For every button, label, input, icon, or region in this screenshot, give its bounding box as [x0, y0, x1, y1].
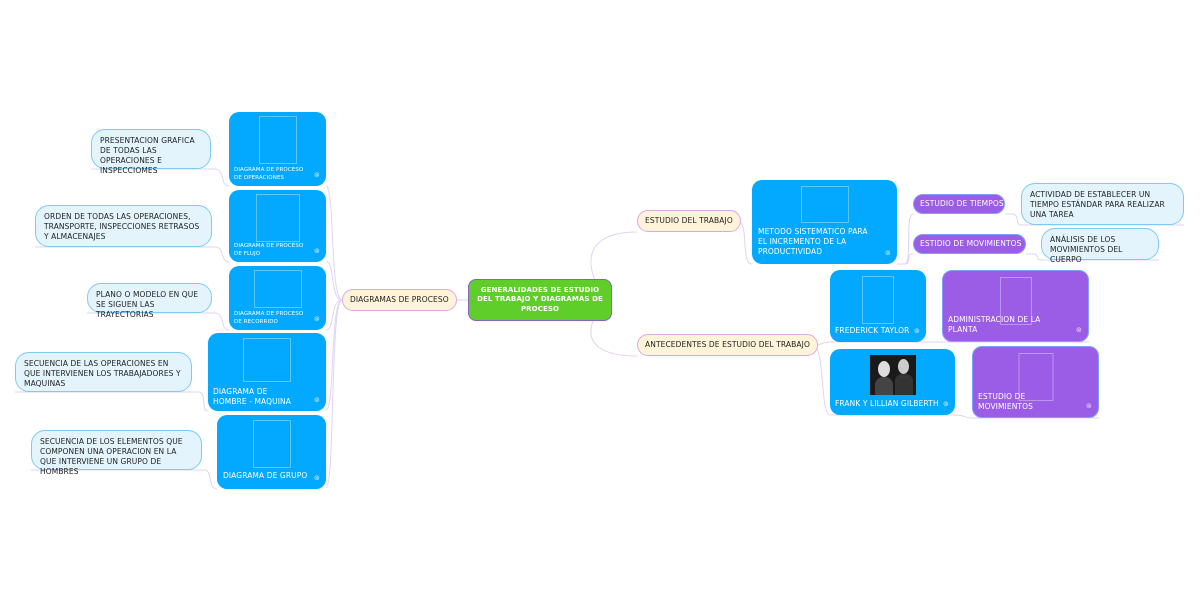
node-estudio-tiempos[interactable]: ESTUDIO DE TIEMPOS: [913, 194, 1005, 214]
node-label: ESTUDIO DE TIEMPOS: [920, 198, 1004, 208]
node-frederick-taylor[interactable]: FREDERICK TAYLOR ⊚: [830, 270, 926, 342]
topic-label: DIAGRAMAS DE PROCESO: [350, 294, 449, 304]
image-placeholder: [862, 276, 894, 324]
image-placeholder: [252, 420, 291, 468]
node-label: FREDERICK TAYLOR: [835, 325, 910, 335]
link-icon[interactable]: ⊚: [1086, 401, 1092, 410]
topic-antecedentes[interactable]: ANTECEDENTES DE ESTUDIO DEL TRABAJO: [637, 334, 818, 356]
image-placeholder: [1018, 353, 1053, 401]
node-label: ADMINISTRACION DE LA PLANTA: [948, 314, 1041, 334]
note-flujo[interactable]: ORDEN DE TODAS LAS OPERACIONES, TRANSPOR…: [35, 205, 212, 247]
topic-diagramas-de-proceso[interactable]: DIAGRAMAS DE PROCESO: [342, 289, 457, 311]
link-icon[interactable]: ⊚: [1076, 325, 1082, 334]
node-diagrama-operaciones[interactable]: DIAGRAMA DE PROCESO DE OPERACIONES ⊚: [229, 112, 326, 186]
link-icon[interactable]: ⊚: [314, 314, 320, 323]
note-movimientos[interactable]: ANÁLISIS DE LOS MOVIMIENTOS DEL CUERPO: [1041, 228, 1159, 264]
node-diagrama-recorrido[interactable]: DIAGRAMA DE PROCESO DE RECORRIDO ⊚: [229, 266, 326, 330]
node-diagrama-flujo[interactable]: DIAGRAMA DE PROCESO DE FLUJO ⊚: [229, 190, 326, 262]
topic-estudio-del-trabajo[interactable]: ESTUDIO DEL TRABAJO: [637, 210, 741, 232]
link-icon[interactable]: ⊚: [314, 170, 320, 179]
node-diagrama-grupo[interactable]: DIAGRAMA DE GRUPO ⊚: [217, 415, 326, 489]
note-grupo[interactable]: SECUENCIA DE LOS ELEMENTOS QUE COMPONEN …: [31, 430, 202, 476]
note-estudio-tiempos[interactable]: ACTIVIDAD DE ESTABLECER UN TIEMPO ESTÁND…: [1021, 183, 1184, 225]
node-label: FRANK Y LILLIAN GILBERTH: [835, 398, 939, 408]
image-placeholder: [253, 270, 302, 308]
node-label: DIAGRAMA DE GRUPO: [223, 470, 308, 480]
gilbreth-photo: [870, 355, 916, 395]
topic-label: ANTECEDENTES DE ESTUDIO DEL TRABAJO: [645, 339, 810, 349]
link-icon[interactable]: ⊚: [914, 326, 920, 335]
note-hombre-maquina[interactable]: SECUENCIA DE LAS OPERACIONES EN QUE INTE…: [15, 352, 192, 392]
node-metodo-sistematico[interactable]: METODO SISTEMATICO PARA EL INCREMENTO DE…: [752, 180, 897, 264]
node-label: DIAGRAMA DE HOMBRE - MAQUINA: [213, 386, 291, 406]
node-label: METODO SISTEMATICO PARA EL INCREMENTO DE…: [758, 226, 868, 256]
link-icon[interactable]: ⊚: [885, 248, 891, 257]
note-operaciones[interactable]: PRESENTACION GRAFICA DE TODAS LAS OPERAC…: [91, 129, 211, 175]
link-icon[interactable]: ⊚: [314, 473, 320, 482]
node-label: DIAGRAMA DE PROCESO DE FLUJO: [234, 243, 304, 257]
topic-label: ESTUDIO DEL TRABAJO: [645, 215, 733, 225]
link-icon[interactable]: ⊚: [314, 395, 320, 404]
note-recorrido[interactable]: PLANO O MODELO EN QUE SE SIGUEN LAS TRAY…: [87, 283, 212, 319]
image-placeholder: [800, 186, 849, 223]
node-frank-lillian-gilberth[interactable]: FRANK Y LILLIAN GILBERTH ⊚: [830, 349, 955, 415]
image-placeholder: [258, 116, 297, 164]
central-label: GENERALIDADES DE ESTUDIO DEL TRABAJO Y D…: [477, 285, 603, 313]
link-icon[interactable]: ⊚: [943, 399, 949, 408]
node-label: ESTUDIO DE MOVIMIENTOS: [978, 391, 1033, 411]
node-label: DIAGRAMA DE PROCESO DE OPERACIONES: [234, 167, 304, 181]
node-label: ESTIDIO DE MOVIMIENTOS: [920, 238, 1022, 248]
image-placeholder: [243, 338, 291, 382]
node-label: DIAGRAMA DE PROCESO DE RECORRIDO: [234, 311, 304, 325]
image-placeholder: [999, 277, 1032, 325]
link-icon[interactable]: ⊚: [314, 246, 320, 255]
node-estudio-movimientos[interactable]: ESTUDIO DE MOVIMIENTOS ⊚: [972, 346, 1099, 418]
node-administracion-planta[interactable]: ADMINISTRACION DE LA PLANTA ⊚: [942, 270, 1089, 342]
image-placeholder: [255, 194, 300, 242]
node-diagrama-hombre-maquina[interactable]: DIAGRAMA DE HOMBRE - MAQUINA ⊚: [208, 333, 326, 411]
central-node[interactable]: GENERALIDADES DE ESTUDIO DEL TRABAJO Y D…: [468, 279, 612, 321]
node-estidio-movimientos[interactable]: ESTIDIO DE MOVIMIENTOS: [913, 234, 1026, 254]
